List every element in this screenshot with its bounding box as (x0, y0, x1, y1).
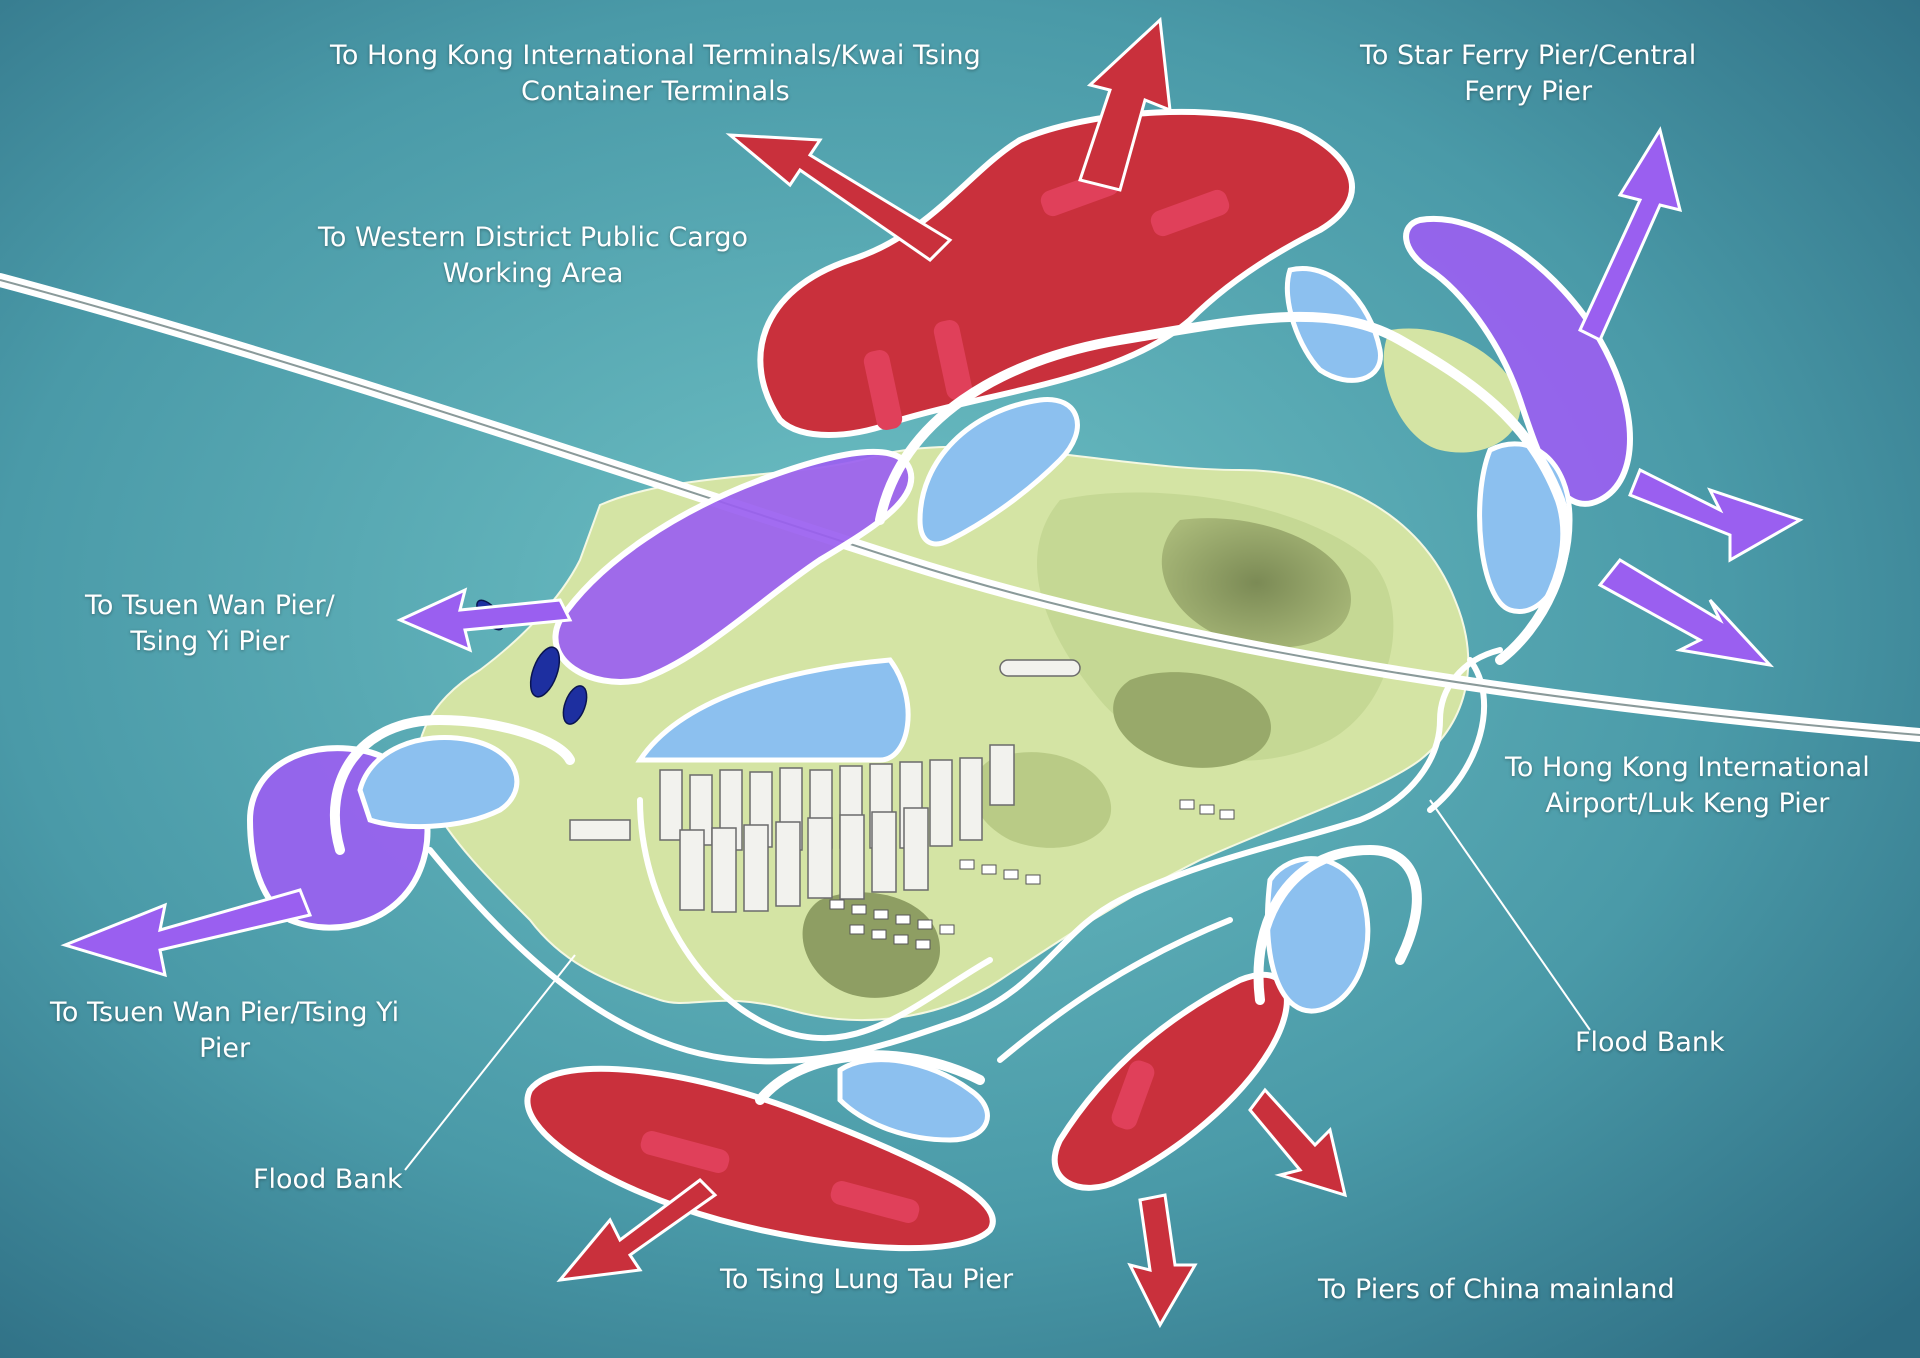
arrow-icon (1127, 1193, 1198, 1329)
label-hk-terminals: To Hong Kong International Terminals/Kwa… (330, 40, 981, 107)
flood-pads (357, 266, 1573, 1143)
flood-bank-outlines (330, 311, 1571, 1105)
flood-pad-ne (1284, 266, 1383, 383)
ship-icon (529, 646, 561, 698)
flood-pad-nw (917, 397, 1080, 547)
arrow-icon (1248, 1087, 1348, 1198)
ferry-zone-northwest (552, 448, 915, 685)
building-cluster (569, 659, 1081, 913)
label-china-mainland: To Piers of China mainland (1318, 1274, 1675, 1305)
flood-pad-center (635, 657, 911, 763)
label-western-cargo: To Western District Public Cargo Working… (318, 222, 749, 289)
arrow-icon (1628, 467, 1804, 563)
leader-lines (404, 799, 1591, 1171)
label-tsuen-wan-1: To Tsuen Wan Pier/ Tsing Yi Pier (85, 590, 335, 657)
arrow-icon (556, 1178, 718, 1282)
cargo-zones (524, 108, 1355, 1252)
arrow-icon (1578, 126, 1683, 343)
label-tsuen-wan-2: To Tsuen Wan Pier/Tsing Yi Pier (50, 997, 400, 1064)
arrow-icon (1597, 558, 1775, 668)
hill-north (1161, 518, 1351, 648)
flood-pad-se (1265, 856, 1371, 1014)
flood-pad-west (357, 734, 520, 830)
house-cluster (829, 799, 1235, 950)
label-tsing-lung-tau: To Tsing Lung Tau Pier (720, 1264, 1014, 1295)
label-star-ferry: To Star Ferry Pier/Central Ferry Pier (1360, 40, 1697, 107)
arrow-icon (725, 133, 953, 262)
cargo-zone-southeast (1051, 971, 1290, 1191)
arrow-icon (396, 587, 573, 653)
label-flood-bank-left: Flood Bank (253, 1164, 403, 1195)
route-arrows (60, 16, 1804, 1329)
flood-bank-roads (427, 647, 1503, 1065)
cargo-zone-north (757, 108, 1355, 438)
arrow-icon (1078, 16, 1172, 192)
label-airport: To Hong Kong International Airport/Luk K… (1505, 752, 1870, 819)
building-icon (659, 769, 683, 841)
ferry-zone-northeast (1403, 215, 1633, 507)
label-flood-bank-right: Flood Bank (1575, 1027, 1725, 1058)
arrow-icon (60, 888, 313, 978)
hill-east (1113, 672, 1271, 768)
